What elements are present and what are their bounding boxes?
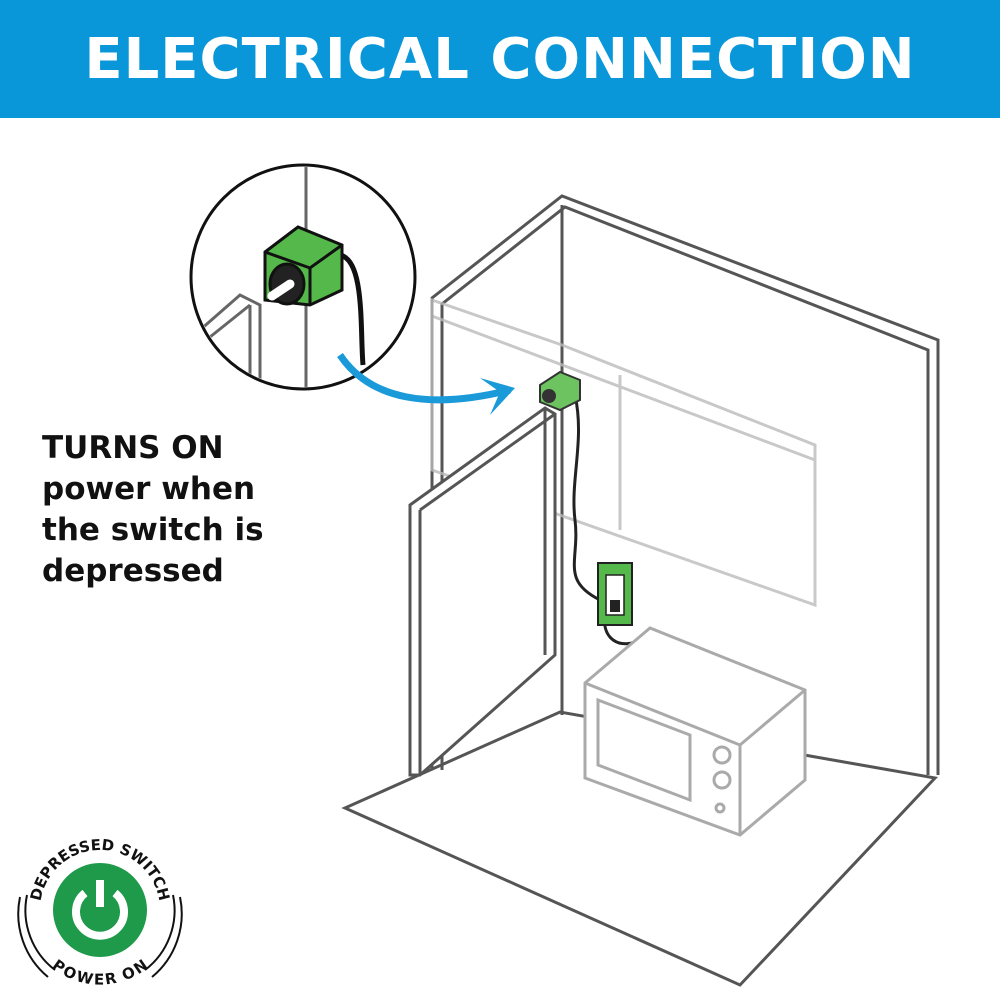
page-title: ELECTRICAL CONNECTION bbox=[84, 26, 916, 92]
caption-text: TURNS ON power when the switch is depres… bbox=[42, 428, 302, 592]
badge-circle bbox=[53, 863, 147, 957]
arrow-icon bbox=[337, 353, 515, 415]
power-on-badge: DEPRESSED SWITCH POWER ON bbox=[17, 836, 183, 989]
badge-bottom-text: POWER ON bbox=[49, 956, 151, 989]
outlet bbox=[597, 562, 633, 626]
partition-panel bbox=[408, 406, 557, 777]
svg-text:POWER ON: POWER ON bbox=[49, 956, 151, 989]
caption-body: power when the switch is depressed bbox=[42, 471, 264, 589]
caption-headline: TURNS ON bbox=[42, 430, 224, 466]
switch-small bbox=[539, 370, 581, 412]
detail-magnifier bbox=[189, 163, 417, 391]
microwave bbox=[583, 626, 807, 837]
switch-detail bbox=[263, 225, 344, 307]
wall-cabinet bbox=[430, 297, 817, 608]
header-banner: ELECTRICAL CONNECTION bbox=[0, 0, 1000, 118]
power-icon bbox=[72, 880, 128, 940]
